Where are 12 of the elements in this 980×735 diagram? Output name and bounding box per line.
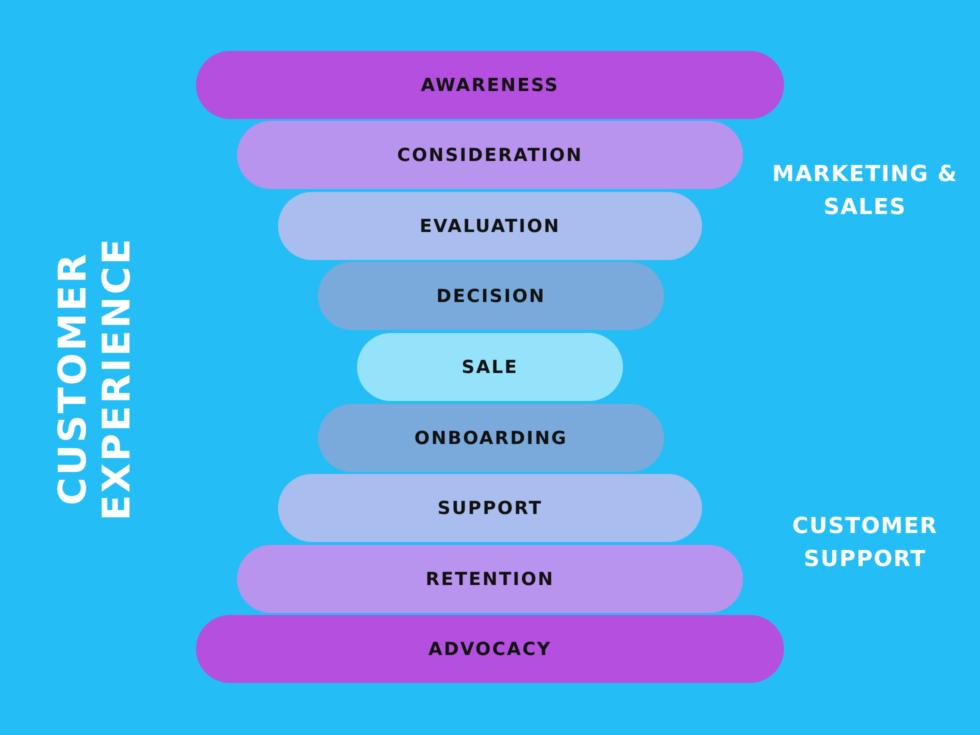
stage-label: EVALUATION (420, 216, 560, 236)
stage-label: SUPPORT (437, 498, 543, 518)
side-heading: CUSTOMER EXPERIENCE (51, 236, 139, 523)
stage-label: SALE (462, 356, 518, 378)
stage-label: AWARENESS (420, 74, 560, 96)
stage-label: CONSIDERATION (397, 144, 583, 166)
stage-label: ONBOARDING (414, 428, 568, 448)
stage-label: DECISION (436, 286, 546, 306)
stage-label: RETENTION (426, 568, 554, 590)
group-label: MARKETING & SALES (771, 161, 959, 222)
stage-label: ADVOCACY (428, 638, 552, 660)
group-label: CUSTOMER SUPPORT (791, 513, 939, 574)
